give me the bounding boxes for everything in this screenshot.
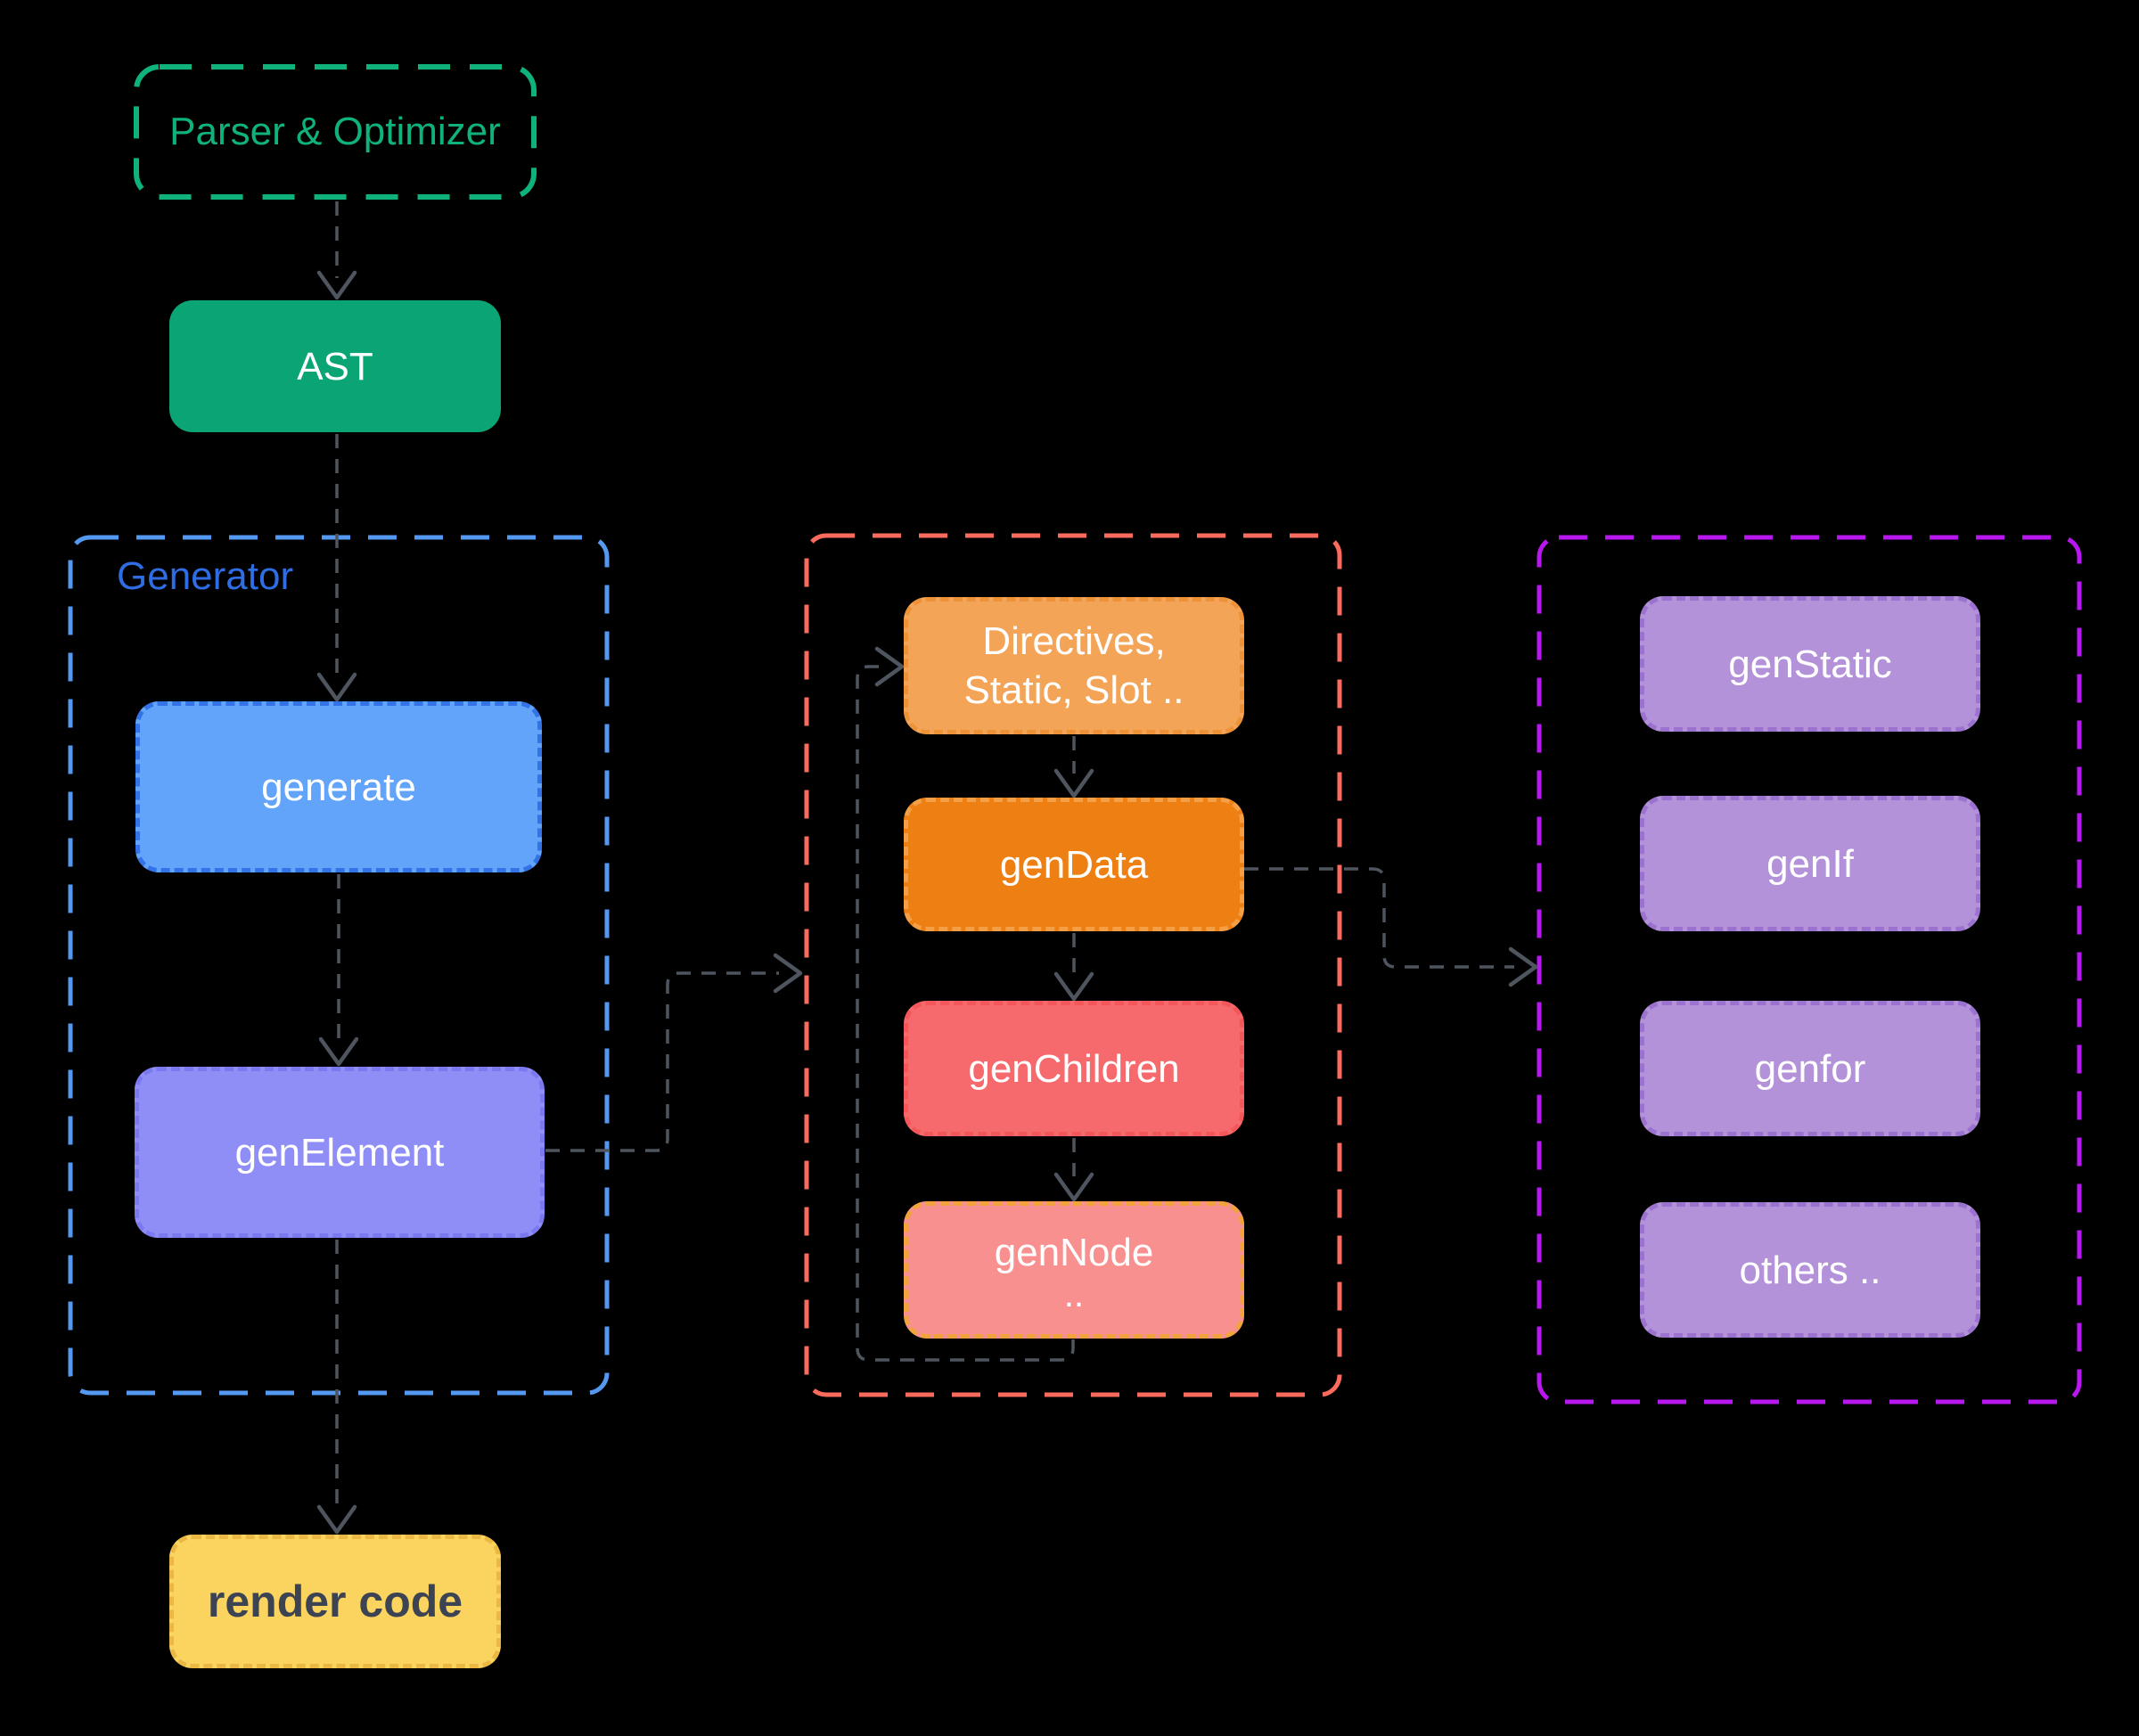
genif-node: genIf	[1640, 796, 1980, 931]
genstatic-node: genStatic	[1640, 596, 1980, 732]
gennode-node: genNode ..	[904, 1201, 1244, 1339]
ast-label: AST	[297, 344, 373, 389]
gennode-sub-label: ..	[1063, 1274, 1085, 1314]
genchildren-node: genChildren	[904, 1001, 1244, 1136]
parser-optimizer-label: Parser & Optimizer	[169, 110, 501, 153]
genfor-node: genfor	[1640, 1001, 1980, 1136]
genelement-node: genElement	[135, 1067, 545, 1238]
genelement-label: genElement	[234, 1130, 445, 1175]
arrowhead-genelement-to-gendata-group	[773, 953, 803, 994]
genchildren-label: genChildren	[968, 1046, 1180, 1091]
directives-label-line1: Directives,	[982, 619, 1166, 663]
genstatic-label: genStatic	[1728, 642, 1892, 686]
arrowhead-directives-to-gendata	[1053, 768, 1094, 798]
gendata-node: genData	[904, 798, 1244, 931]
others-node: others ..	[1640, 1202, 1980, 1338]
generate-node: generate	[135, 701, 542, 872]
arrowhead-genchildren-to-gennode	[1053, 1172, 1094, 1202]
gendata-label: genData	[999, 842, 1149, 887]
arrowhead-gendata-to-genchildren	[1053, 971, 1094, 1002]
generator-container-label: Generator	[117, 554, 294, 598]
arrowhead-parser-to-ast	[316, 270, 357, 300]
arrowhead-genelement-to-rendercode	[316, 1504, 357, 1535]
render-code-label: render code	[207, 1576, 463, 1626]
gennode-label: genNode	[994, 1230, 1154, 1274]
arrowhead-gendata-to-helpers	[1508, 946, 1538, 987]
directives-static-slot-node: Directives, Static, Slot ..	[904, 597, 1244, 734]
arrowhead-loop-to-directives	[874, 646, 905, 687]
genif-label: genIf	[1766, 841, 1854, 886]
render-code-node: render code	[169, 1535, 501, 1668]
generator-container-border	[68, 535, 610, 1396]
ast-node: AST	[169, 300, 501, 432]
directives-label-line2: Static, Slot ..	[963, 668, 1184, 712]
generate-label: generate	[261, 765, 416, 809]
parser-optimizer-node: Parser & Optimizer	[134, 64, 537, 200]
arrow-gendata-to-helpers	[1244, 867, 1514, 969]
arrow-genelement-to-gendata-group	[545, 971, 779, 1152]
genfor-label: genfor	[1754, 1046, 1866, 1091]
arrowhead-generate-to-genelement	[318, 1036, 359, 1067]
arrowhead-ast-to-generate	[316, 672, 357, 702]
others-label: others ..	[1739, 1248, 1881, 1292]
